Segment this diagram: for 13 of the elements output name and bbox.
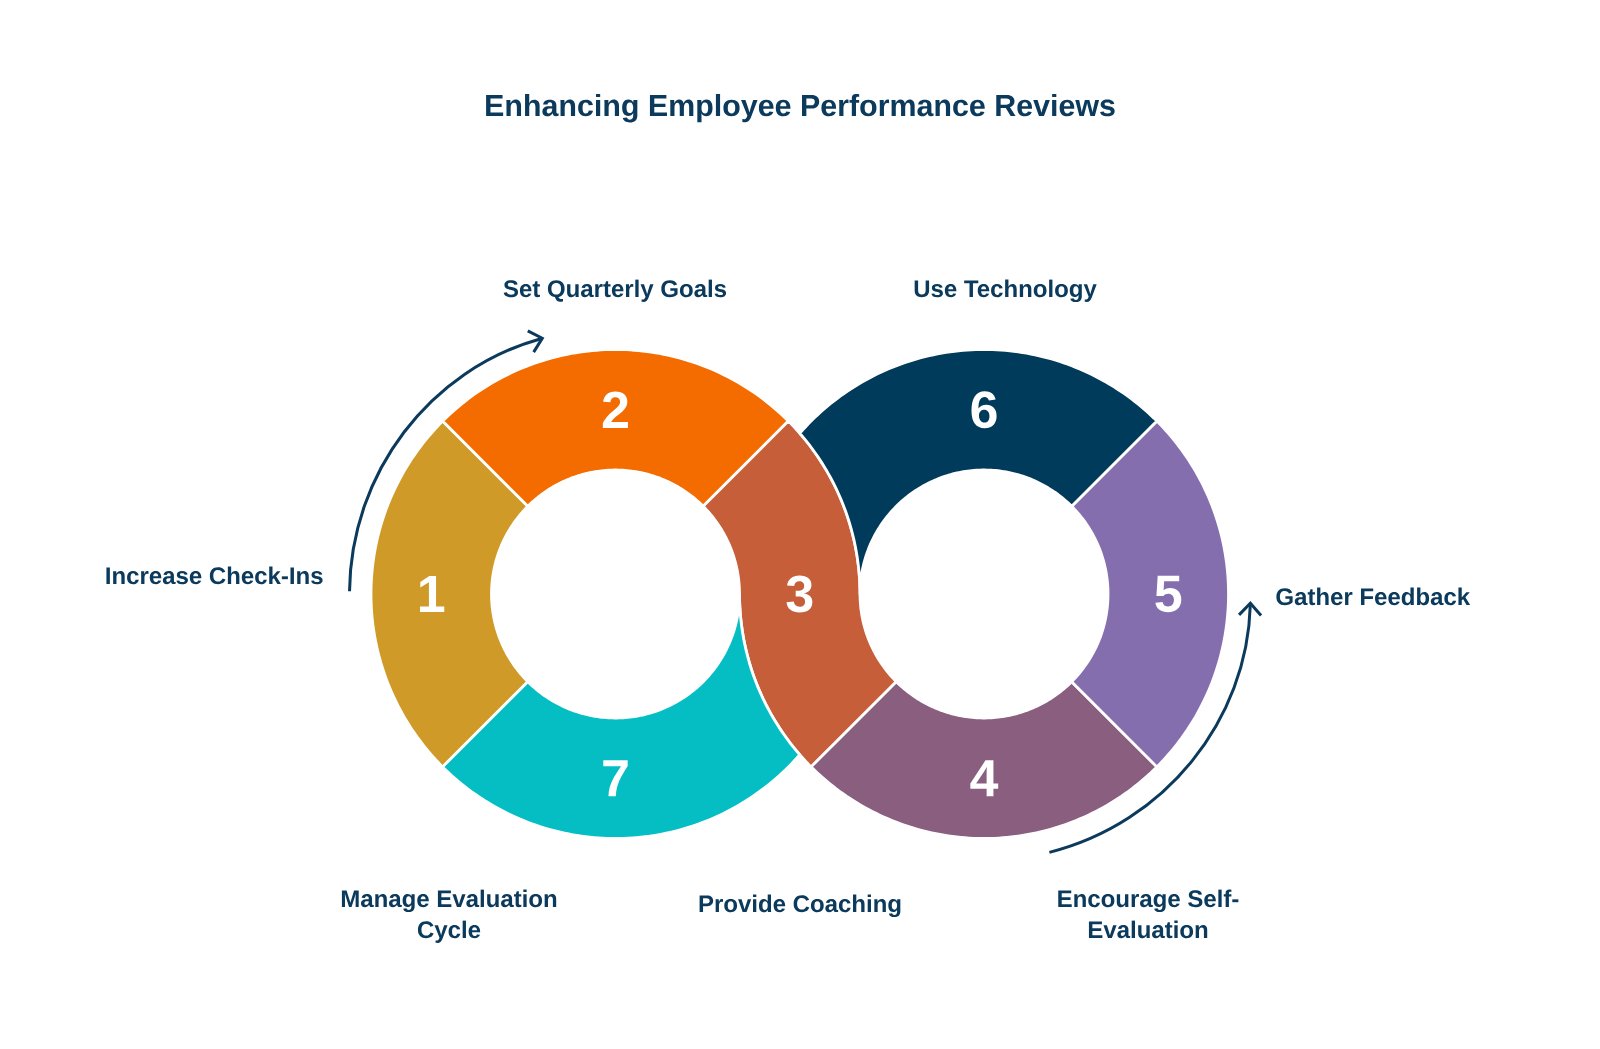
- step-label: Use Technology: [914, 279, 1097, 303]
- ring-segment: 2: [441, 348, 790, 508]
- ring-segment: 5: [1070, 419, 1230, 769]
- step-label: Gather Feedback: [1276, 587, 1471, 606]
- step-label: Manage Evaluation Cycle: [341, 889, 557, 943]
- step-label: Set Quarterly Goals: [503, 279, 727, 302]
- ring-segment: 4: [809, 680, 1159, 840]
- step-label: Increase Check-Ins: [106, 566, 323, 585]
- step-label: Encourage Self-Evaluation: [1058, 889, 1239, 939]
- ring-segment: 3: [701, 419, 898, 769]
- step-label: Provide Coaching: [699, 894, 901, 918]
- title: Enhancing Employee Performance Reviews: [486, 93, 1115, 123]
- ring-segment: 1: [369, 419, 530, 769]
